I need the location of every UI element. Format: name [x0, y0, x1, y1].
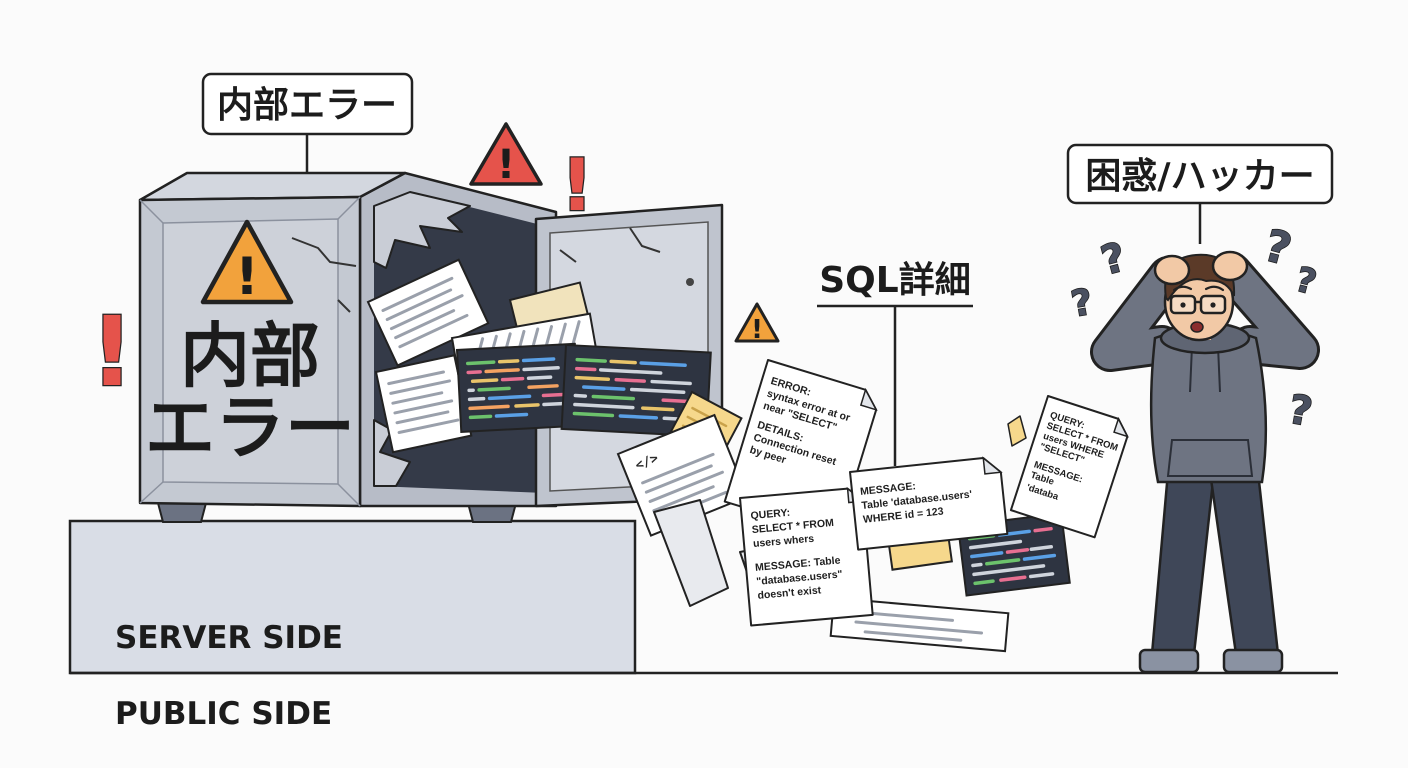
code-lines-white: [573, 368, 695, 422]
left-shoe: [1138, 648, 1200, 674]
callout-text: 内部エラー: [217, 85, 397, 126]
warning-triangle-icon: !: [469, 122, 543, 188]
hoodie-pocket: [1166, 439, 1254, 477]
warning-mark: !: [235, 247, 259, 307]
right-arm: [1215, 255, 1317, 367]
paper-text-line: doesn't exist: [757, 584, 822, 602]
curled-paper: [653, 499, 729, 607]
warning-triangle-icon: !: [734, 302, 780, 345]
safe-facet-lines: [139, 196, 361, 507]
code-lines-pink: [999, 526, 1053, 582]
paper-lines: [641, 452, 728, 522]
right-shoe: [1222, 648, 1284, 674]
paper-fragment: [366, 258, 490, 367]
code-lines-pink: [466, 370, 566, 398]
warning-triangle-shape: [200, 219, 294, 305]
callout-box: [1066, 143, 1334, 205]
sql-details-callout: SQL詳細: [817, 260, 973, 466]
exclamation-icon: !: [90, 296, 134, 408]
code-lines-yellow: [470, 359, 540, 408]
confused-hacker-figure: [1090, 250, 1320, 674]
paper-scrap: [1007, 415, 1027, 447]
right-hand: [1211, 250, 1249, 282]
safe-title-line1: 内部: [180, 315, 320, 397]
safe-crack: [291, 237, 357, 313]
paper-lines: [387, 370, 460, 435]
code-screen: [455, 342, 581, 433]
code-tag-paper: </>: [616, 413, 749, 537]
paper-sheet: [739, 487, 874, 627]
code-lines-green: [465, 360, 511, 420]
code-lines-blue: [487, 357, 556, 418]
code-lines-white: [968, 539, 1055, 579]
left-eye: [1180, 302, 1186, 308]
safe-title-line2: エラー: [145, 387, 355, 469]
paper-text-line: users whers: [753, 533, 815, 550]
paper-sheet: [849, 456, 1009, 551]
public-side-label: PUBLIC SIDE: [115, 696, 332, 732]
warning-triangle-icon: !: [200, 219, 294, 307]
right-eye: [1210, 302, 1216, 308]
confused-hacker-callout: 困惑/ハッカー: [1066, 143, 1334, 244]
code-lines-white: [467, 365, 564, 407]
callout-text: 困惑/ハッカー: [1085, 156, 1314, 197]
paper-text-line: MESSAGE:: [860, 480, 917, 498]
paper-fragment: [374, 354, 473, 454]
warning-triangle-shape: [734, 302, 780, 343]
code-lines-orange: [468, 368, 559, 411]
exclamation-icon: !: [561, 143, 594, 227]
code-lines-blue: [582, 361, 687, 420]
query-paper-right: QUERY: SELECT * FROM users WHERE "SELECT…: [1009, 395, 1129, 539]
internal-error-callout: 内部エラー: [201, 72, 414, 174]
safe-leg: [156, 502, 208, 523]
server-side-label: SERVER SIDE: [115, 620, 343, 656]
paper-sheet: [1009, 395, 1129, 539]
server-platform: [68, 519, 637, 675]
left-arm: [1093, 259, 1185, 369]
paper-fold: [982, 456, 1003, 475]
message-paper-center: MESSAGE: Table 'database.users' WHERE id…: [849, 456, 1009, 551]
door-handle: [686, 278, 694, 286]
paper-lines: [381, 276, 469, 349]
callout-box: [201, 72, 414, 136]
left-hand: [1153, 254, 1191, 286]
safe-broken-edge: [373, 191, 471, 269]
paper-fold: [1113, 416, 1129, 438]
code-lines-green: [572, 357, 636, 418]
paper-fold: [859, 387, 878, 412]
code-lines-yellow: [574, 359, 675, 412]
warning-triangle-shape: [469, 122, 543, 186]
mouth: [1190, 321, 1204, 333]
warning-mark: !: [751, 315, 763, 345]
code-screen: [560, 343, 712, 438]
paper-text-line: QUERY:: [750, 507, 791, 522]
hoodie-strings: [1189, 345, 1221, 393]
door-crack: [559, 227, 661, 263]
sql-details-label: SQL詳細: [819, 260, 970, 301]
warning-mark: !: [497, 142, 515, 188]
eyebrows: [1172, 285, 1225, 292]
query-paper-left: QUERY: SELECT * FROM users whers MESSAGE…: [739, 486, 874, 627]
